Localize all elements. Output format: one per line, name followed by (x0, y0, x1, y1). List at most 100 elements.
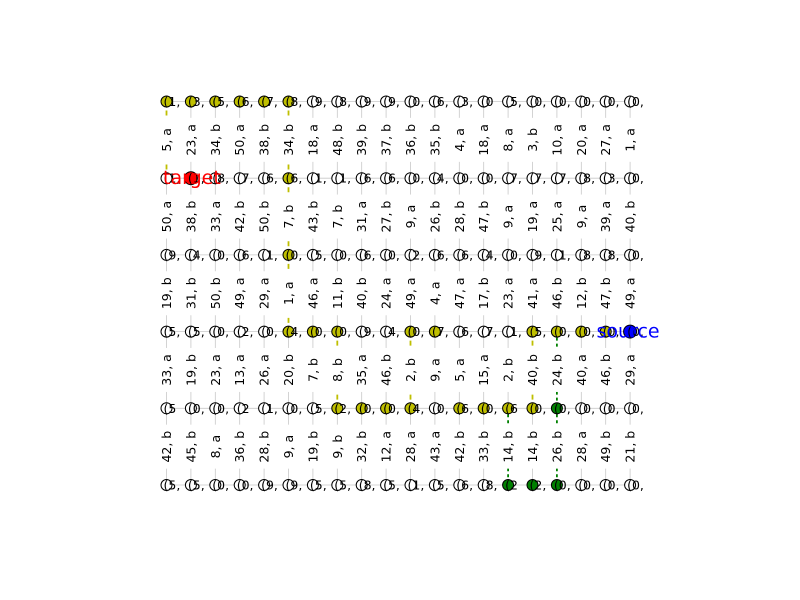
graph-node (526, 95, 539, 108)
graph-node (624, 95, 637, 108)
graph-node (160, 172, 173, 185)
node-label: (7, (237, 171, 254, 186)
graph-node (233, 479, 246, 491)
edge-label: 14, b (501, 431, 516, 463)
edge-label-background (403, 347, 418, 392)
edge-label-background (183, 424, 198, 469)
frontier-node (550, 402, 563, 415)
edge-label-background (501, 347, 516, 392)
edge-label-background (549, 424, 564, 469)
node-label: (2, (237, 324, 254, 339)
node-label: (0, (505, 247, 522, 262)
graph-node (380, 172, 393, 185)
graph-node (233, 248, 246, 261)
node-label: (8, (286, 94, 303, 109)
node-label: (6, (456, 478, 473, 493)
edge-label-background (525, 347, 540, 392)
path-node (331, 325, 344, 338)
edge-label-background (159, 194, 174, 239)
graph-node (355, 172, 368, 185)
edge-label: 38, b (257, 124, 272, 156)
edge-label-background (403, 194, 418, 239)
edge-label-background (623, 424, 638, 469)
edge-label-background (598, 271, 613, 316)
edge-label: 12, b (574, 277, 589, 309)
edge-label-background (452, 424, 467, 469)
path-node (209, 95, 222, 108)
edge-label-background (549, 347, 564, 392)
node-label: (1, (554, 247, 571, 262)
edge-label-background (305, 347, 320, 392)
edge-label-background (232, 271, 247, 316)
graph-node (404, 95, 417, 108)
node-label: (4, (432, 171, 449, 186)
node-label: (8, (578, 171, 595, 186)
graph-node (355, 95, 368, 108)
edge-label-background (208, 424, 223, 469)
edge-label: 1, a (281, 281, 296, 305)
graph-node (355, 479, 368, 491)
edge-label-background (549, 117, 564, 162)
node-label: (6, (261, 171, 278, 186)
edge-label: 25, a (549, 201, 564, 233)
edge-label: 9, a (281, 435, 296, 459)
edge-label: 21, b (623, 431, 638, 463)
node-label: (1, (164, 171, 181, 186)
edge-label-background (257, 424, 272, 469)
edge-label: 4, a (452, 128, 467, 152)
node-label: (9, (310, 94, 327, 109)
node-label: (2, (408, 247, 425, 262)
graph-node (233, 172, 246, 185)
graph-node (355, 325, 368, 338)
node-label: (6, (432, 247, 449, 262)
edge-label: 43, b (305, 201, 320, 233)
path-node (331, 402, 344, 415)
path-node (160, 95, 173, 108)
node-label: (3, (603, 171, 620, 186)
node-label: (0, (578, 94, 595, 109)
edge-label-background (208, 117, 223, 162)
node-label: (6, (237, 247, 254, 262)
edge-label-background (330, 347, 345, 392)
edge-label-background (354, 347, 369, 392)
edge-label-background (525, 271, 540, 316)
node-label: (0, (408, 94, 425, 109)
graph-node (477, 95, 490, 108)
edge-label-background (598, 424, 613, 469)
edge-label: 3, b (525, 128, 540, 152)
graph-node (380, 95, 393, 108)
graph-node (428, 248, 441, 261)
edge-label: 28, b (452, 201, 467, 233)
edge-label-background (183, 117, 198, 162)
edge-label-background (427, 347, 442, 392)
edge-label-background (623, 347, 638, 392)
node-label: (5, (212, 94, 229, 109)
edge-label: 27, b (379, 201, 394, 233)
node-label: (0, (212, 247, 229, 262)
graph-node (575, 479, 588, 491)
node-label: (0, (627, 401, 644, 416)
edge-label: 10, a (549, 124, 564, 156)
edge-label: 19, b (305, 431, 320, 463)
node-label: (0, (578, 401, 595, 416)
graph-node (331, 172, 344, 185)
graph-node (258, 402, 271, 415)
graph-node (624, 479, 637, 491)
edge-label-background (574, 117, 589, 162)
node-label: (0, (603, 94, 620, 109)
node-label: (0, (456, 171, 473, 186)
node-label: (7, (554, 171, 571, 186)
edge-label: 9, a (427, 358, 442, 382)
path-node (282, 325, 295, 338)
edge-label-background (501, 194, 516, 239)
edge-label: 36, b (232, 431, 247, 463)
edge-label: 23, a (501, 277, 516, 309)
edge-label: 46, b (549, 277, 564, 309)
edge-label: 2, b (501, 358, 516, 382)
path-node (355, 402, 368, 415)
edge-label-background (330, 424, 345, 469)
edge-label-background (232, 347, 247, 392)
node-label: (0, (408, 171, 425, 186)
graph-node (209, 402, 222, 415)
node-label: (0, (383, 401, 400, 416)
